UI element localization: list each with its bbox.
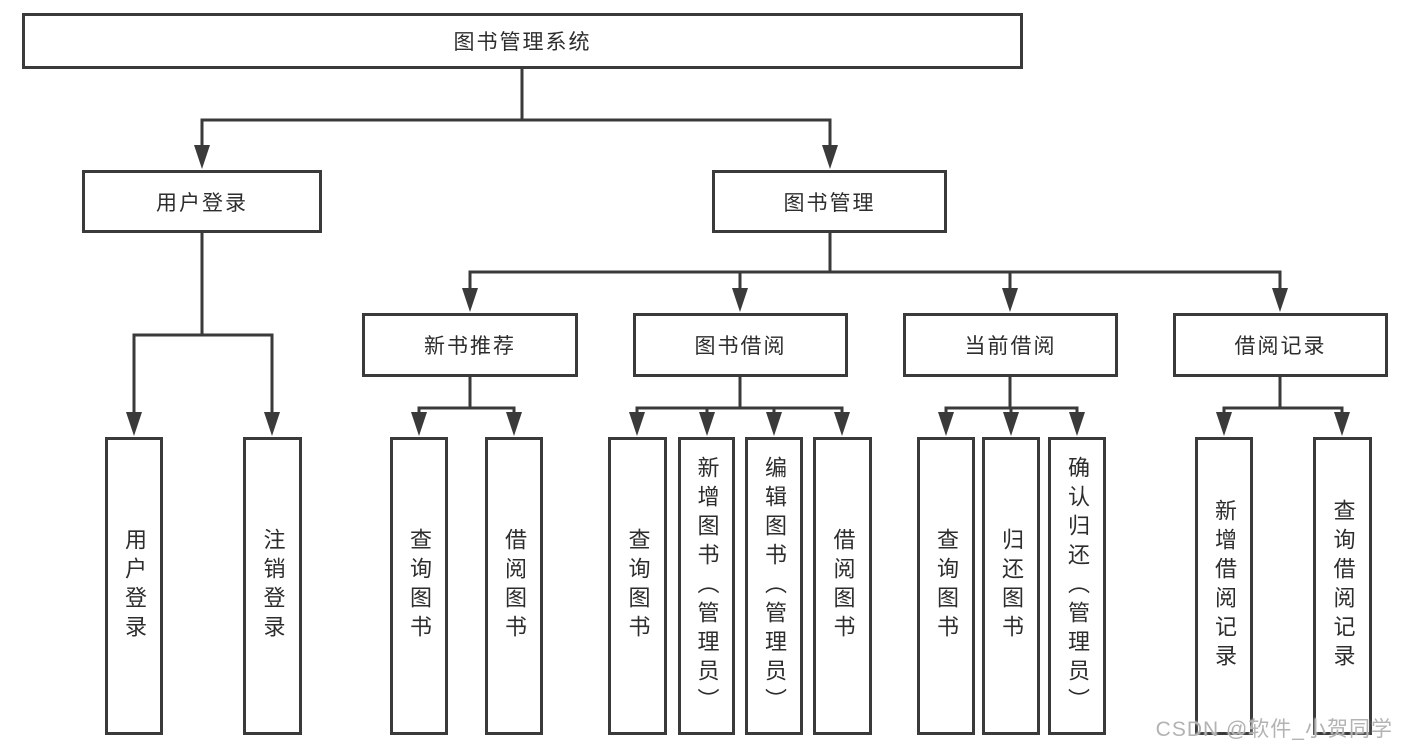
- leaf-query-books-2-label: 查询图书: [625, 528, 651, 644]
- leaf-borrow-books-2: 借阅图书: [813, 437, 872, 735]
- node-current-borrowing: 当前借阅: [903, 313, 1118, 377]
- leaf-borrow-books-1-label: 借阅图书: [502, 528, 527, 644]
- leaf-confirm-return-admin-label: 确认归还（管理员）: [1065, 455, 1090, 717]
- leaf-query-borrow-record: 查询借阅记录: [1313, 437, 1372, 735]
- leaf-add-books-admin: 新增图书（管理员）: [678, 437, 735, 735]
- leaf-query-books-3-label: 查询图书: [934, 528, 959, 644]
- node-book-borrowing-label: 图书借阅: [694, 335, 787, 358]
- leaf-user-login: 用户登录: [105, 437, 163, 735]
- node-new-book-recommendation-label: 新书推荐: [424, 335, 516, 358]
- leaf-add-borrow-record: 新增借阅记录: [1195, 437, 1253, 735]
- node-user-login: 用户登录: [82, 170, 322, 233]
- leaf-confirm-return-admin: 确认归还（管理员）: [1048, 437, 1106, 735]
- leaf-borrow-books-2-label: 借阅图书: [830, 528, 856, 644]
- leaf-query-borrow-record-label: 查询借阅记录: [1330, 499, 1356, 673]
- node-borrowing-records-label: 借阅记录: [1234, 335, 1327, 358]
- leaf-add-borrow-record-label: 新增借阅记录: [1212, 499, 1237, 673]
- csdn-watermark: CSDN @软件_小贺同学: [1155, 718, 1393, 741]
- node-book-management-label: 图书管理: [783, 191, 876, 215]
- leaf-logout-label: 注销登录: [260, 528, 286, 644]
- leaf-logout: 注销登录: [243, 437, 302, 735]
- leaf-query-books-1: 查询图书: [390, 437, 448, 735]
- leaf-query-books-2: 查询图书: [608, 437, 667, 735]
- leaf-query-books-1-label: 查询图书: [407, 528, 432, 644]
- leaf-borrow-books-1: 借阅图书: [485, 437, 543, 735]
- leaf-return-books-label: 归还图书: [999, 528, 1024, 644]
- node-user-login-label: 用户登录: [156, 191, 248, 215]
- leaf-query-books-3: 查询图书: [917, 437, 975, 735]
- node-book-borrowing: 图书借阅: [633, 313, 848, 377]
- arrowheads: [126, 145, 1350, 436]
- node-library-system: 图书管理系统: [22, 13, 1023, 69]
- leaf-edit-books-admin: 编辑图书（管理员）: [745, 437, 803, 735]
- leaf-user-login-label: 用户登录: [122, 528, 147, 644]
- node-new-book-recommendation: 新书推荐: [362, 313, 578, 377]
- node-borrowing-records: 借阅记录: [1173, 313, 1388, 377]
- node-current-borrowing-label: 当前借阅: [964, 335, 1057, 358]
- leaf-add-books-admin-label: 新增图书（管理员）: [694, 455, 720, 717]
- leaf-edit-books-admin-label: 编辑图书（管理员）: [762, 455, 787, 717]
- node-library-system-label: 图书管理系统: [453, 31, 592, 54]
- node-book-management: 图书管理: [712, 170, 947, 233]
- leaf-return-books: 归还图书: [982, 437, 1040, 735]
